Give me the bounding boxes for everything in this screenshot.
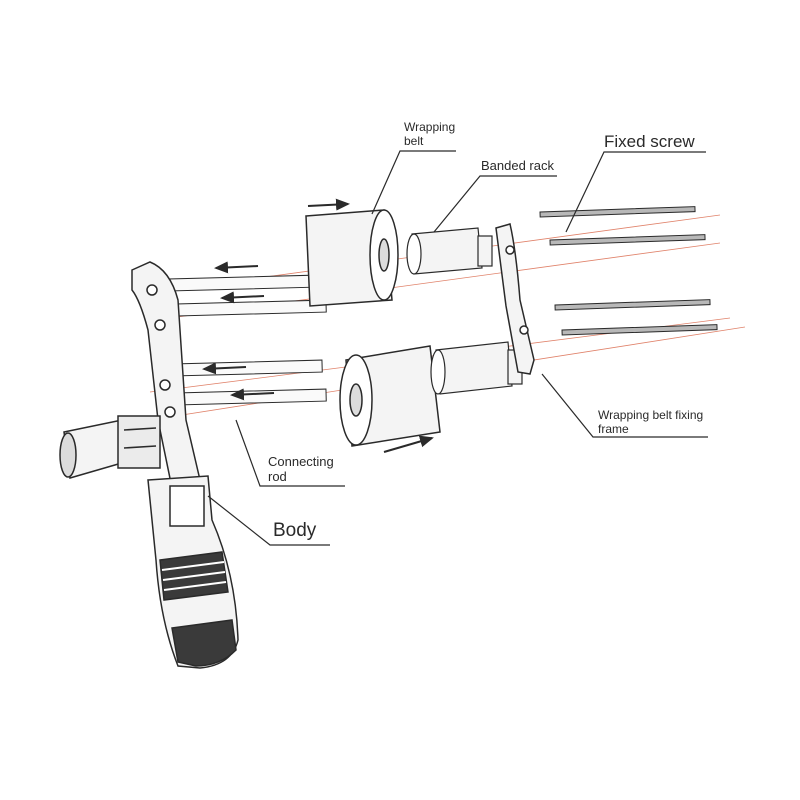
connecting-rod bbox=[175, 388, 327, 406]
fixed-screw bbox=[554, 299, 711, 311]
wrapping-belt-lower bbox=[339, 345, 441, 447]
arrow-left bbox=[214, 261, 259, 274]
wrapping-belt-upper bbox=[305, 209, 399, 307]
leader-fixing-frame bbox=[541, 373, 708, 438]
gearbox-line bbox=[123, 445, 157, 449]
leader-lines bbox=[207, 150, 708, 546]
rack-body bbox=[411, 227, 483, 275]
arrow-right bbox=[307, 198, 350, 211]
banded-rack-lower bbox=[430, 341, 523, 395]
leader-fixed-screw bbox=[565, 151, 706, 233]
belt-roll-side bbox=[305, 209, 393, 307]
frame-plate bbox=[495, 223, 535, 375]
label-wrapping-belt-fixing-frame: Wrapping belt fixing frame bbox=[598, 408, 704, 436]
motor-end-cap bbox=[59, 432, 77, 478]
connecting-rod bbox=[167, 274, 319, 292]
fixed-screw bbox=[561, 324, 718, 336]
arrow-left bbox=[230, 388, 275, 401]
label-wrapping-belt: Wrapping belt bbox=[404, 120, 456, 148]
leader-connecting-rod bbox=[235, 419, 345, 487]
leader-wrapping-belt bbox=[371, 150, 456, 215]
label-banded-rack: Banded rack bbox=[481, 158, 554, 173]
rack-collar bbox=[477, 235, 493, 267]
arrow-right bbox=[383, 435, 434, 453]
battery-pack bbox=[171, 619, 237, 667]
gearbox bbox=[117, 415, 161, 469]
label-body: Body bbox=[273, 520, 317, 541]
fixed-screws bbox=[539, 206, 718, 336]
rack-face bbox=[406, 233, 422, 275]
frame-hole bbox=[519, 325, 529, 335]
bolt-hole bbox=[154, 319, 166, 331]
connecting-rod bbox=[171, 359, 323, 377]
belt-roll-core bbox=[378, 238, 390, 272]
bolt-hole bbox=[146, 284, 158, 296]
gearbox-line bbox=[123, 427, 157, 431]
arrow-left bbox=[220, 291, 265, 304]
upper-connecting-rods bbox=[167, 274, 327, 317]
connecting-rod bbox=[175, 299, 327, 317]
belt-roll-core bbox=[349, 383, 363, 417]
bolt-hole bbox=[164, 406, 176, 418]
grip-rib-line bbox=[161, 561, 225, 571]
rack-body bbox=[435, 341, 513, 395]
bolt-hole bbox=[159, 379, 171, 391]
arrow-left bbox=[202, 362, 247, 375]
fixed-screw bbox=[549, 234, 706, 246]
leader-banded-rack bbox=[433, 175, 557, 233]
wrapping-belt-fixing-frame bbox=[495, 223, 535, 375]
grip-rib-line bbox=[162, 571, 226, 581]
trigger-guard bbox=[169, 485, 205, 527]
motion-arrows bbox=[202, 198, 434, 453]
leader-body bbox=[207, 495, 330, 546]
fixed-screw bbox=[539, 206, 696, 218]
rack-face bbox=[430, 349, 446, 395]
grip-rib-line bbox=[163, 581, 227, 591]
label-fixed-screw: Fixed screw bbox=[604, 132, 695, 151]
motor-housing bbox=[59, 415, 161, 479]
label-connecting-rod: Connecting rod bbox=[268, 454, 334, 484]
handle-body bbox=[147, 475, 239, 669]
banded-rack-upper bbox=[406, 227, 493, 275]
frame-hole bbox=[505, 245, 515, 255]
lower-connecting-rods bbox=[171, 359, 327, 406]
